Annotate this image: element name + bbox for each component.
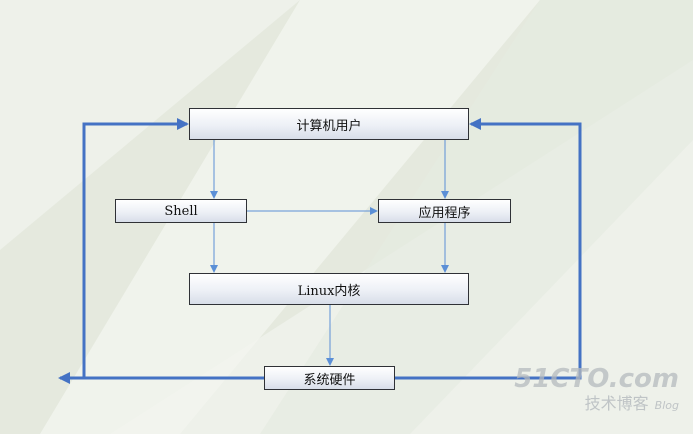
node-shell: Shell bbox=[115, 199, 247, 223]
node-linux-kernel-label: Linux内核 bbox=[297, 283, 361, 299]
node-system-hardware-label: 系统硬件 bbox=[303, 372, 356, 388]
node-applications-label: 应用程序 bbox=[418, 205, 471, 221]
watermark-sub: 技术博客 bbox=[584, 394, 649, 413]
watermark: 51CTO.com 技术博客 Blog bbox=[514, 366, 679, 412]
watermark-logo: 51CTO.com bbox=[514, 364, 679, 394]
node-system-hardware: 系统硬件 bbox=[264, 366, 395, 390]
node-applications: 应用程序 bbox=[378, 199, 511, 223]
watermark-blog: Blog bbox=[654, 399, 679, 412]
loop-arrow-left bbox=[82, 118, 264, 380]
node-linux-kernel: Linux内核 bbox=[189, 273, 469, 305]
watermark-subtitle: 技术博客 Blog bbox=[514, 396, 679, 412]
node-computer-user-label: 计算机用户 bbox=[296, 118, 362, 134]
node-computer-user: 计算机用户 bbox=[189, 108, 469, 140]
node-shell-label: Shell bbox=[164, 203, 198, 219]
loop-arrow-right bbox=[395, 118, 582, 380]
